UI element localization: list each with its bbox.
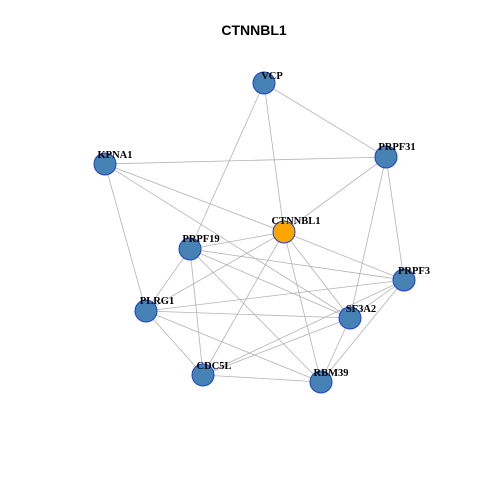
node-label-rbm39: RBM39 (314, 368, 349, 379)
edge-cdc5l-sf3a2 (202, 317, 351, 376)
node-prpf3 (392, 268, 416, 292)
node-label-kpna1: KPNA1 (98, 150, 133, 161)
edge-ctnnbl1-rbm39 (283, 231, 322, 383)
node-label-plrg1: PLRG1 (140, 296, 174, 307)
edge-prpf31-sf3a2 (349, 156, 387, 319)
edge-prpf19-sf3a2 (189, 248, 351, 319)
edge-plrg1-cdc5l (145, 310, 204, 376)
node-cdc5l (191, 363, 215, 387)
edge-prpf19-prpf3 (189, 248, 405, 281)
edge-vcp-ctnnbl1 (263, 82, 285, 233)
node-label-sf3a2: SF3A2 (346, 304, 376, 315)
node-label-cdc5l: CDC5L (196, 361, 231, 372)
node-vcp (252, 71, 276, 95)
edge-prpf19-rbm39 (189, 248, 322, 383)
edge-prpf31-prpf3 (385, 156, 405, 281)
node-label-ctnnbl1: CTNNBL1 (271, 216, 320, 227)
edge-kpna1-plrg1 (104, 163, 147, 312)
node-plrg1 (134, 299, 158, 323)
node-label-prpf31: PRPF31 (378, 142, 415, 153)
edge-cdc5l-prpf3 (202, 279, 405, 376)
edge-ctnnbl1-sf3a2 (283, 231, 351, 319)
edge-plrg1-rbm39 (145, 310, 322, 383)
node-kpna1 (93, 152, 117, 176)
edge-plrg1-sf3a2 (145, 310, 351, 319)
node-ctnnbl1 (272, 220, 296, 244)
edge-prpf31-ctnnbl1 (283, 156, 387, 233)
node-label-vcp: VCP (261, 71, 283, 82)
node-prpf19 (178, 237, 202, 261)
edge-plrg1-prpf3 (145, 279, 405, 312)
edge-kpna1-ctnnbl1 (104, 163, 285, 233)
node-prpf31 (374, 145, 398, 169)
edge-layer (104, 82, 405, 383)
edge-vcp-prpf19 (189, 82, 265, 250)
node-rbm39 (309, 370, 333, 394)
node-sf3a2 (338, 306, 362, 330)
edge-cdc5l-rbm39 (202, 374, 322, 383)
node-layer (93, 71, 416, 394)
edge-ctnnbl1-prpf19 (189, 231, 285, 250)
edge-ctnnbl1-plrg1 (145, 231, 285, 312)
edge-ctnnbl1-prpf3 (283, 231, 405, 281)
edge-rbm39-prpf3 (320, 279, 405, 383)
node-label-prpf19: PRPF19 (182, 234, 219, 245)
edge-vcp-prpf31 (263, 82, 387, 158)
graph-title: CTNNBL1 (221, 22, 287, 38)
edge-kpna1-prpf31 (104, 156, 387, 165)
edge-prpf19-cdc5l (189, 248, 204, 376)
node-label-prpf3: PRPF3 (398, 266, 430, 277)
edge-prpf19-plrg1 (145, 248, 191, 312)
edge-rbm39-sf3a2 (320, 317, 351, 383)
label-layer: VCP PRPF31KPNA1CTNNBL1PRPF19PRPF3PLRG1SF3… (98, 71, 431, 379)
edge-kpna1-sf3a2 (104, 163, 351, 319)
